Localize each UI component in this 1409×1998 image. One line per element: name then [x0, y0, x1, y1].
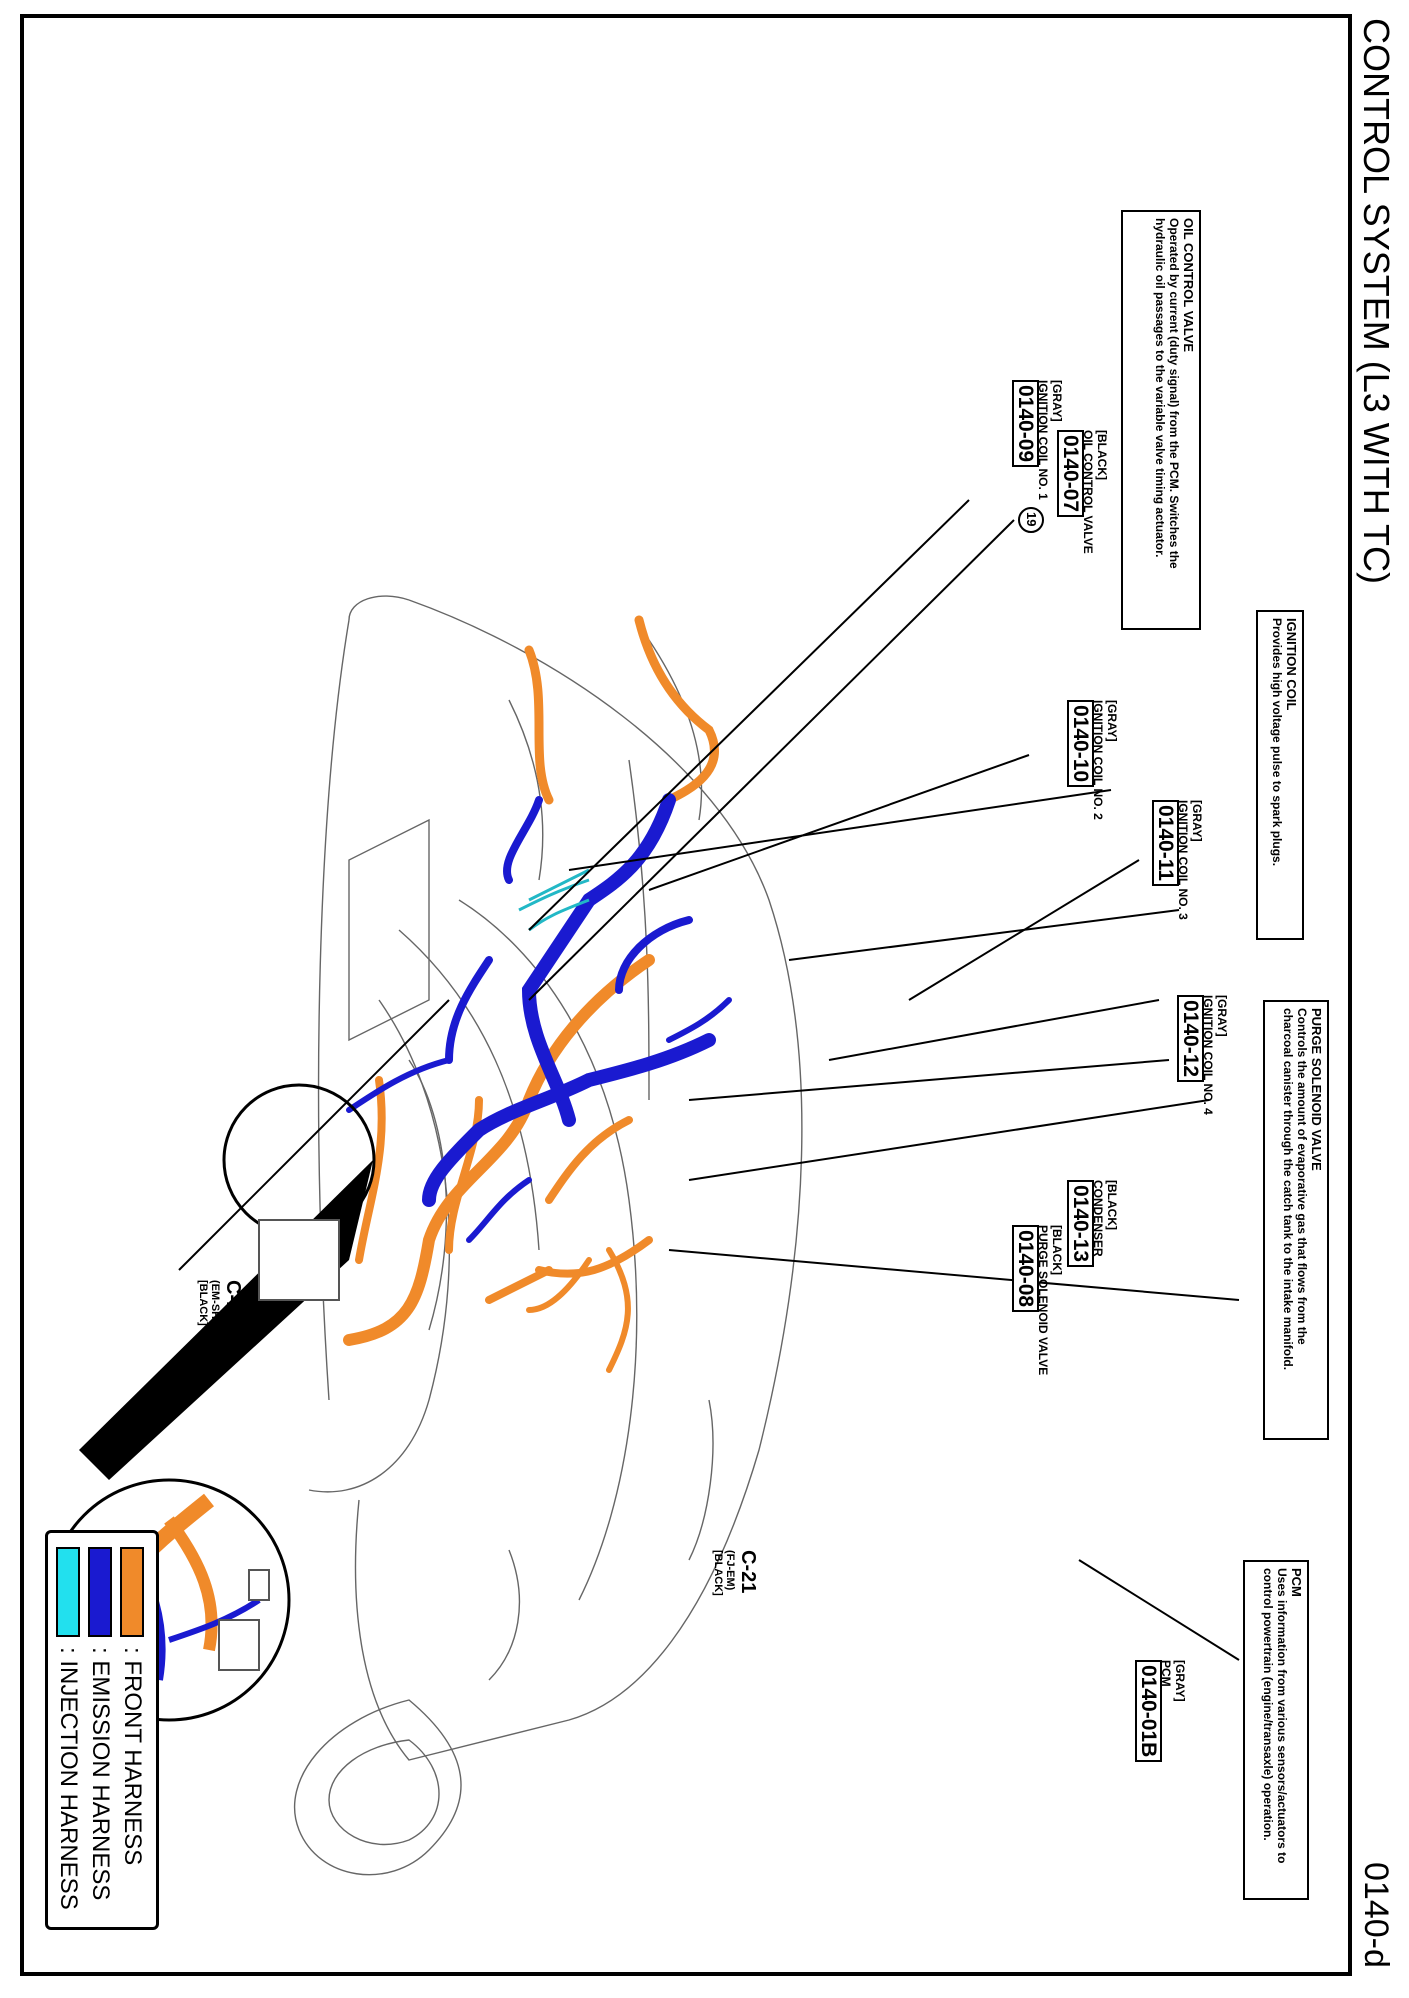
callout-code: 0140-01B	[1135, 1660, 1162, 1763]
callout-code: 0140-10	[1067, 700, 1094, 788]
callout-code: 0140-13	[1067, 1180, 1094, 1268]
connector-desc: (FJ-EM)	[724, 1550, 736, 1591]
legend-label: : INJECTION HARNESS	[55, 1647, 82, 1910]
note-heading: OIL CONTROL VALVE	[1181, 218, 1196, 353]
note-heading: IGNITION COIL	[1284, 618, 1299, 711]
callout-purge-solenoid-valve: [BLACK] PURGE SOLENOID VALVE 0140-08	[1012, 1225, 1064, 1375]
callout-code: 0140-12	[1177, 995, 1204, 1083]
connector-color: [BLACK]	[197, 1280, 209, 1326]
callout-ignition-coil-3: [GRAY] IGNITION COIL NO. 3 0140-11	[1152, 800, 1204, 920]
callout-color: [BLACK]	[1105, 1180, 1119, 1230]
note-oil-control-valve: OIL CONTROL VALVE Operated by current (d…	[1121, 210, 1201, 630]
callout-ignition-coil-1: [GRAY] IGNITION COIL NO. 1 0140-09	[1012, 380, 1064, 500]
callout-oil-control-valve: [BLACK] OIL CONTROL VALVE 0140-07	[1057, 430, 1109, 554]
note-heading: PURGE SOLENOID VALVE	[1309, 1008, 1324, 1171]
legend-swatch	[120, 1547, 144, 1637]
callout-condenser: [BLACK] CONDENSER 0140-13	[1067, 1180, 1119, 1268]
injection-harness	[518, 868, 590, 932]
connector-id: C-10	[222, 1280, 244, 1324]
callout-code: 0140-09	[1012, 380, 1039, 468]
connector-id: C-21	[737, 1550, 759, 1594]
callout-color: [GRAY]	[1105, 700, 1119, 742]
callout-ignition-coil-2: [GRAY] IGNITION COIL NO. 2 0140-10	[1067, 700, 1119, 820]
legend-swatch	[56, 1547, 80, 1637]
note-body: control powertrain (engine/transaxle) op…	[1261, 1568, 1275, 1841]
callout-color: [GRAY]	[1173, 1660, 1187, 1702]
emission-harness	[346, 793, 732, 1243]
leader-lines	[178, 499, 1240, 1661]
note-pcm: PCM Uses information from various sensor…	[1243, 1560, 1309, 1900]
connector-c10: C-10 (EM-SHORT CORD [BLACK]	[197, 1280, 244, 1378]
ref-marker: 19	[1024, 512, 1039, 527]
callout-code: 0140-11	[1152, 800, 1179, 886]
note-body: Uses information from various sensors/ac…	[1275, 1568, 1289, 1864]
front-harness	[343, 615, 719, 1373]
note-heading: PCM	[1289, 1568, 1304, 1597]
harness-legend: : FRONT HARNESS : EMISSION HARNESS : INJ…	[45, 1530, 159, 1930]
callout-color: [BLACK]	[1095, 430, 1109, 480]
legend-label: : EMISSION HARNESS	[87, 1647, 114, 1901]
note-purge-solenoid-valve: PURGE SOLENOID VALVE Controls the amount…	[1263, 1000, 1329, 1440]
connector-desc: (EM-SHORT CORD	[209, 1280, 221, 1378]
note-body: Provides high voltage pulse to spark plu…	[1270, 618, 1284, 867]
note-body: hydraulic oil passages to the variable v…	[1153, 218, 1167, 558]
callout-color: [GRAY]	[1215, 995, 1229, 1037]
connector-color: [BLACK]	[712, 1550, 724, 1596]
page-title: CONTROL SYSTEM (L3 WITH TC)	[1356, 18, 1397, 585]
callout-color: [GRAY]	[1050, 380, 1064, 422]
legend-swatch	[88, 1547, 112, 1637]
legend-label: : FRONT HARNESS	[119, 1647, 146, 1866]
note-ignition-coil: IGNITION COIL Provides high voltage puls…	[1256, 610, 1304, 940]
note-body: charcoal canister through the catch tank…	[1281, 1008, 1295, 1371]
note-body: Operated by current (duty signal) from t…	[1167, 218, 1181, 569]
ref-marker-circle	[1018, 507, 1044, 533]
callout-code: 0140-08	[1012, 1225, 1039, 1313]
page-border	[20, 14, 1352, 1976]
callout-color: [BLACK]	[1050, 1225, 1064, 1275]
note-body: Controls the amount of evaporative gas t…	[1295, 1008, 1309, 1345]
callout-ignition-coil-4: [GRAY] IGNITION COIL NO. 4 0140-12	[1177, 995, 1229, 1115]
page-number: 0140-d	[1357, 1862, 1395, 1968]
connector-c21: C-21 (FJ-EM) [BLACK]	[712, 1550, 759, 1596]
callout-pcm: [GRAY] PCM 0140-01B	[1135, 1660, 1187, 1763]
callout-color: [GRAY]	[1190, 800, 1204, 842]
